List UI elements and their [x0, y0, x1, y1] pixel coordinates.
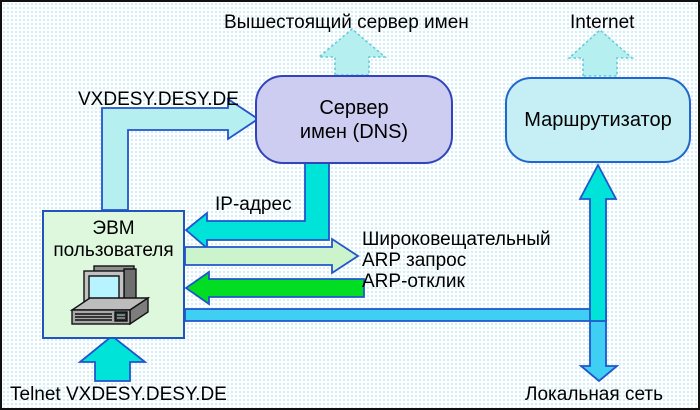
label-local-network: Локальная сеть [525, 384, 663, 405]
label-arp-reply: ARP-отклик [362, 271, 465, 292]
label-upstream-server: Вышестоящий сервер имен [224, 12, 469, 33]
computer-icon [68, 264, 160, 336]
upstream-server-arrow [316, 27, 388, 76]
label-broadcast-arp: Широковещательный ARP запрос [362, 229, 551, 271]
dns-server-box: Сервер имен (DNS) [255, 75, 453, 164]
user-pc-box: ЭВМ пользователя [42, 210, 185, 339]
dns-server-label-line2: имен (DNS) [299, 120, 409, 143]
label-vxdesy-query: VXDESY.DESY.DE [78, 89, 239, 110]
telnet-input-arrow [77, 334, 148, 382]
label-broadcast-line2: ARP запрос [362, 250, 467, 271]
router-box: Маршрутизатор [505, 77, 691, 163]
internet-arrow [566, 28, 635, 77]
broadcast-arp-request-arrow [184, 237, 360, 275]
router-uplink-arrow [578, 163, 618, 322]
label-internet: Internet [570, 12, 635, 33]
arp-reply-arrow [184, 270, 365, 306]
local-network-line [184, 308, 620, 383]
ip-address-arrow [184, 162, 330, 250]
label-broadcast-line1: Широковещательный [362, 229, 551, 250]
dns-server-label-line1: Сервер [319, 96, 389, 119]
label-ip-address: IP-адрес [215, 194, 292, 215]
router-label: Маршрутизатор [524, 108, 672, 131]
dns-query-arrow [101, 97, 260, 211]
user-pc-label-line2: пользователя [53, 240, 174, 261]
label-telnet-command: Telnet VXDESY.DESY.DE [10, 384, 227, 405]
user-pc-label-line1: ЭВМ [92, 218, 135, 239]
